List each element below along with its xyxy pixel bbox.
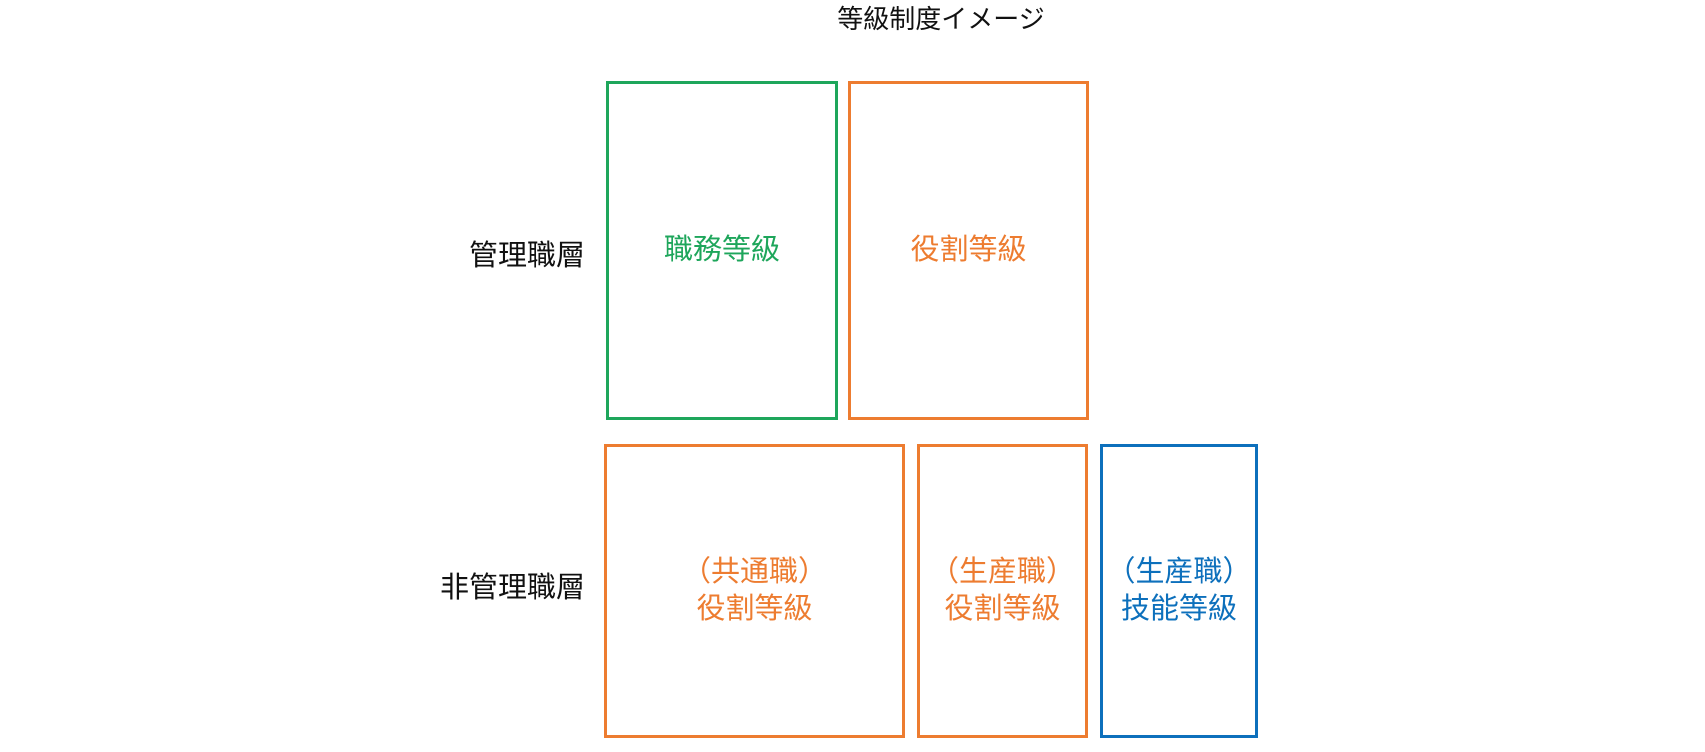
box-common-role-grade: （共通職） 役割等級 xyxy=(604,444,905,738)
box-job-grade-label: 職務等級 xyxy=(663,234,780,266)
box-production-role-grade-line2: 役割等級 xyxy=(944,593,1061,625)
row-label-management: 管理職層 xyxy=(468,240,585,272)
box-common-role-grade-line2: 役割等級 xyxy=(696,593,813,625)
box-production-role-grade-line1: （生産職） xyxy=(929,556,1075,588)
box-production-skill-grade: （生産職） 技能等級 xyxy=(1100,444,1258,738)
box-production-role-grade: （生産職） 役割等級 xyxy=(917,444,1088,738)
box-role-grade: 役割等級 xyxy=(848,81,1089,420)
row-label-non-management: 非管理職層 xyxy=(439,572,585,604)
box-common-role-grade-line1: （共通職） xyxy=(681,556,827,588)
box-production-skill-grade-label: （生産職） 技能等級 xyxy=(1106,554,1251,628)
box-common-role-grade-label: （共通職） 役割等級 xyxy=(682,554,827,628)
box-job-grade: 職務等級 xyxy=(606,81,838,420)
box-production-role-grade-label: （生産職） 役割等級 xyxy=(930,554,1075,628)
diagram-title: 等級制度イメージ xyxy=(837,4,1045,34)
box-production-skill-grade-line1: （生産職） xyxy=(1106,556,1252,588)
box-role-grade-label: 役割等級 xyxy=(910,234,1027,266)
box-production-skill-grade-line2: 技能等級 xyxy=(1120,593,1237,625)
